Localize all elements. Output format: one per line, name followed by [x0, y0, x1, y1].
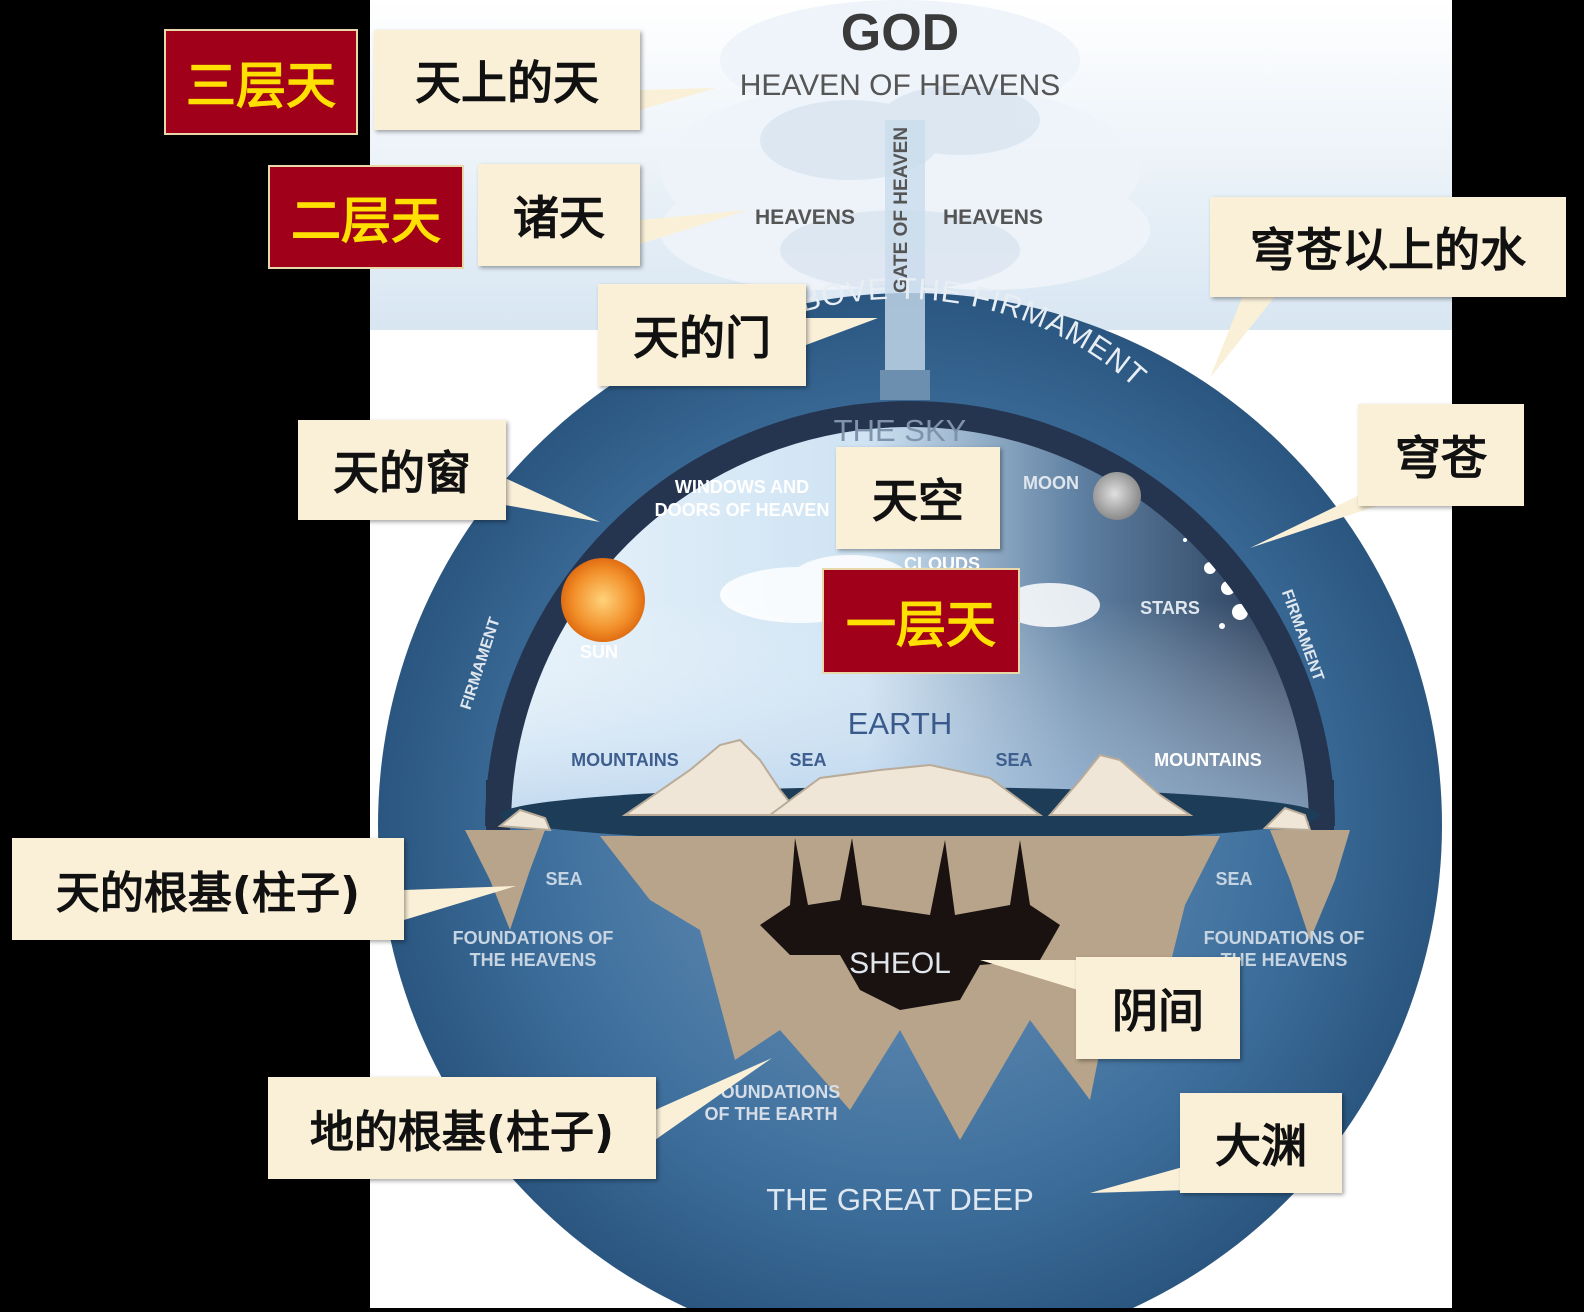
callout-windows-of-heaven-text: 天的窗	[333, 446, 471, 500]
callout-gate-of-heaven: 天的门	[598, 284, 806, 386]
heavens-right-label: HEAVENS	[943, 206, 1043, 229]
callout-heavens-text: 诸天	[513, 191, 605, 245]
callout-sky: 天空	[836, 447, 1000, 549]
foundations-earth-line1: FOUNDATIONS	[710, 1082, 841, 1102]
callout-windows-of-heaven: 天的窗	[298, 420, 506, 520]
callout-heavens: 诸天	[478, 164, 640, 266]
windows-label-line1: WINDOWS AND	[675, 477, 809, 497]
callout-waters-above: 穹苍以上的水	[1210, 197, 1566, 297]
callout-great-deep-text: 大渊	[1215, 1119, 1307, 1173]
third-heaven-tier: 三层天	[164, 29, 358, 135]
sea-low-right-label: SEA	[1215, 869, 1252, 889]
sea-left-label: SEA	[789, 750, 826, 770]
foundations-heavens-left-line1: FOUNDATIONS OF	[453, 928, 614, 948]
callout-foundations-of-earth-text: 地的根基(柱子)	[309, 1107, 615, 1158]
third-heaven-tier-text: 三层天	[186, 57, 336, 115]
sun-label: SUN	[580, 642, 618, 662]
foundations-heavens-right-line1: FOUNDATIONS OF	[1204, 928, 1365, 948]
callout-great-deep: 大渊	[1180, 1093, 1342, 1193]
callout-gate-of-heaven-text: 天的门	[633, 311, 771, 365]
god-label: GOD	[841, 4, 959, 62]
second-heaven-tier: 二层天	[268, 165, 464, 269]
heavens-left-label: HEAVENS	[755, 206, 855, 229]
callout-sheol-text: 阴间	[1112, 984, 1204, 1038]
windows-label-line2: DOORS OF HEAVEN	[655, 500, 830, 520]
foundations-heavens-left-line2: THE HEAVENS	[470, 950, 597, 970]
sea-right-label: SEA	[995, 750, 1032, 770]
callout-firmament-text: 穹苍	[1395, 431, 1487, 485]
foundations-earth-line2: OF THE EARTH	[705, 1104, 838, 1124]
callout-heaven-of-heavens-text: 天上的天	[415, 56, 599, 110]
heaven-of-heavens-label: HEAVEN OF HEAVENS	[740, 69, 1061, 102]
callout-foundations-of-earth: 地的根基(柱子)	[268, 1077, 656, 1179]
callout-firmament: 穹苍	[1358, 404, 1524, 506]
great-deep-label: THE GREAT DEEP	[766, 1182, 1034, 1217]
foundations-heavens-right-line2: THE HEAVENS	[1221, 950, 1348, 970]
moon-label: MOON	[1023, 473, 1079, 493]
second-heaven-tier-text: 二层天	[291, 192, 441, 250]
mountains-right-label: MOUNTAINS	[1154, 750, 1262, 770]
callout-waters-above-text: 穹苍以上的水	[1250, 223, 1526, 277]
callout-foundations-of-heavens: 天的根基(柱子)	[12, 838, 404, 940]
first-heaven-tier: 一层天	[822, 568, 1020, 674]
callout-heaven-of-heavens: 天上的天	[374, 30, 640, 130]
callout-sky-text: 天空	[872, 474, 964, 528]
mountains-left-label: MOUNTAINS	[571, 750, 679, 770]
earth-label: EARTH	[848, 706, 953, 741]
sky-label: THE SKY	[834, 413, 967, 448]
stars-label: STARS	[1140, 598, 1200, 618]
callout-foundations-of-heavens-text: 天的根基(柱子)	[55, 868, 361, 919]
sheol-label: SHEOL	[849, 947, 951, 980]
callout-sheol: 阴间	[1076, 957, 1240, 1059]
first-heaven-tier-text: 一层天	[846, 596, 996, 654]
sea-low-left-label: SEA	[545, 869, 582, 889]
gate-of-heaven-label: GATE OF HEAVEN	[891, 127, 912, 293]
